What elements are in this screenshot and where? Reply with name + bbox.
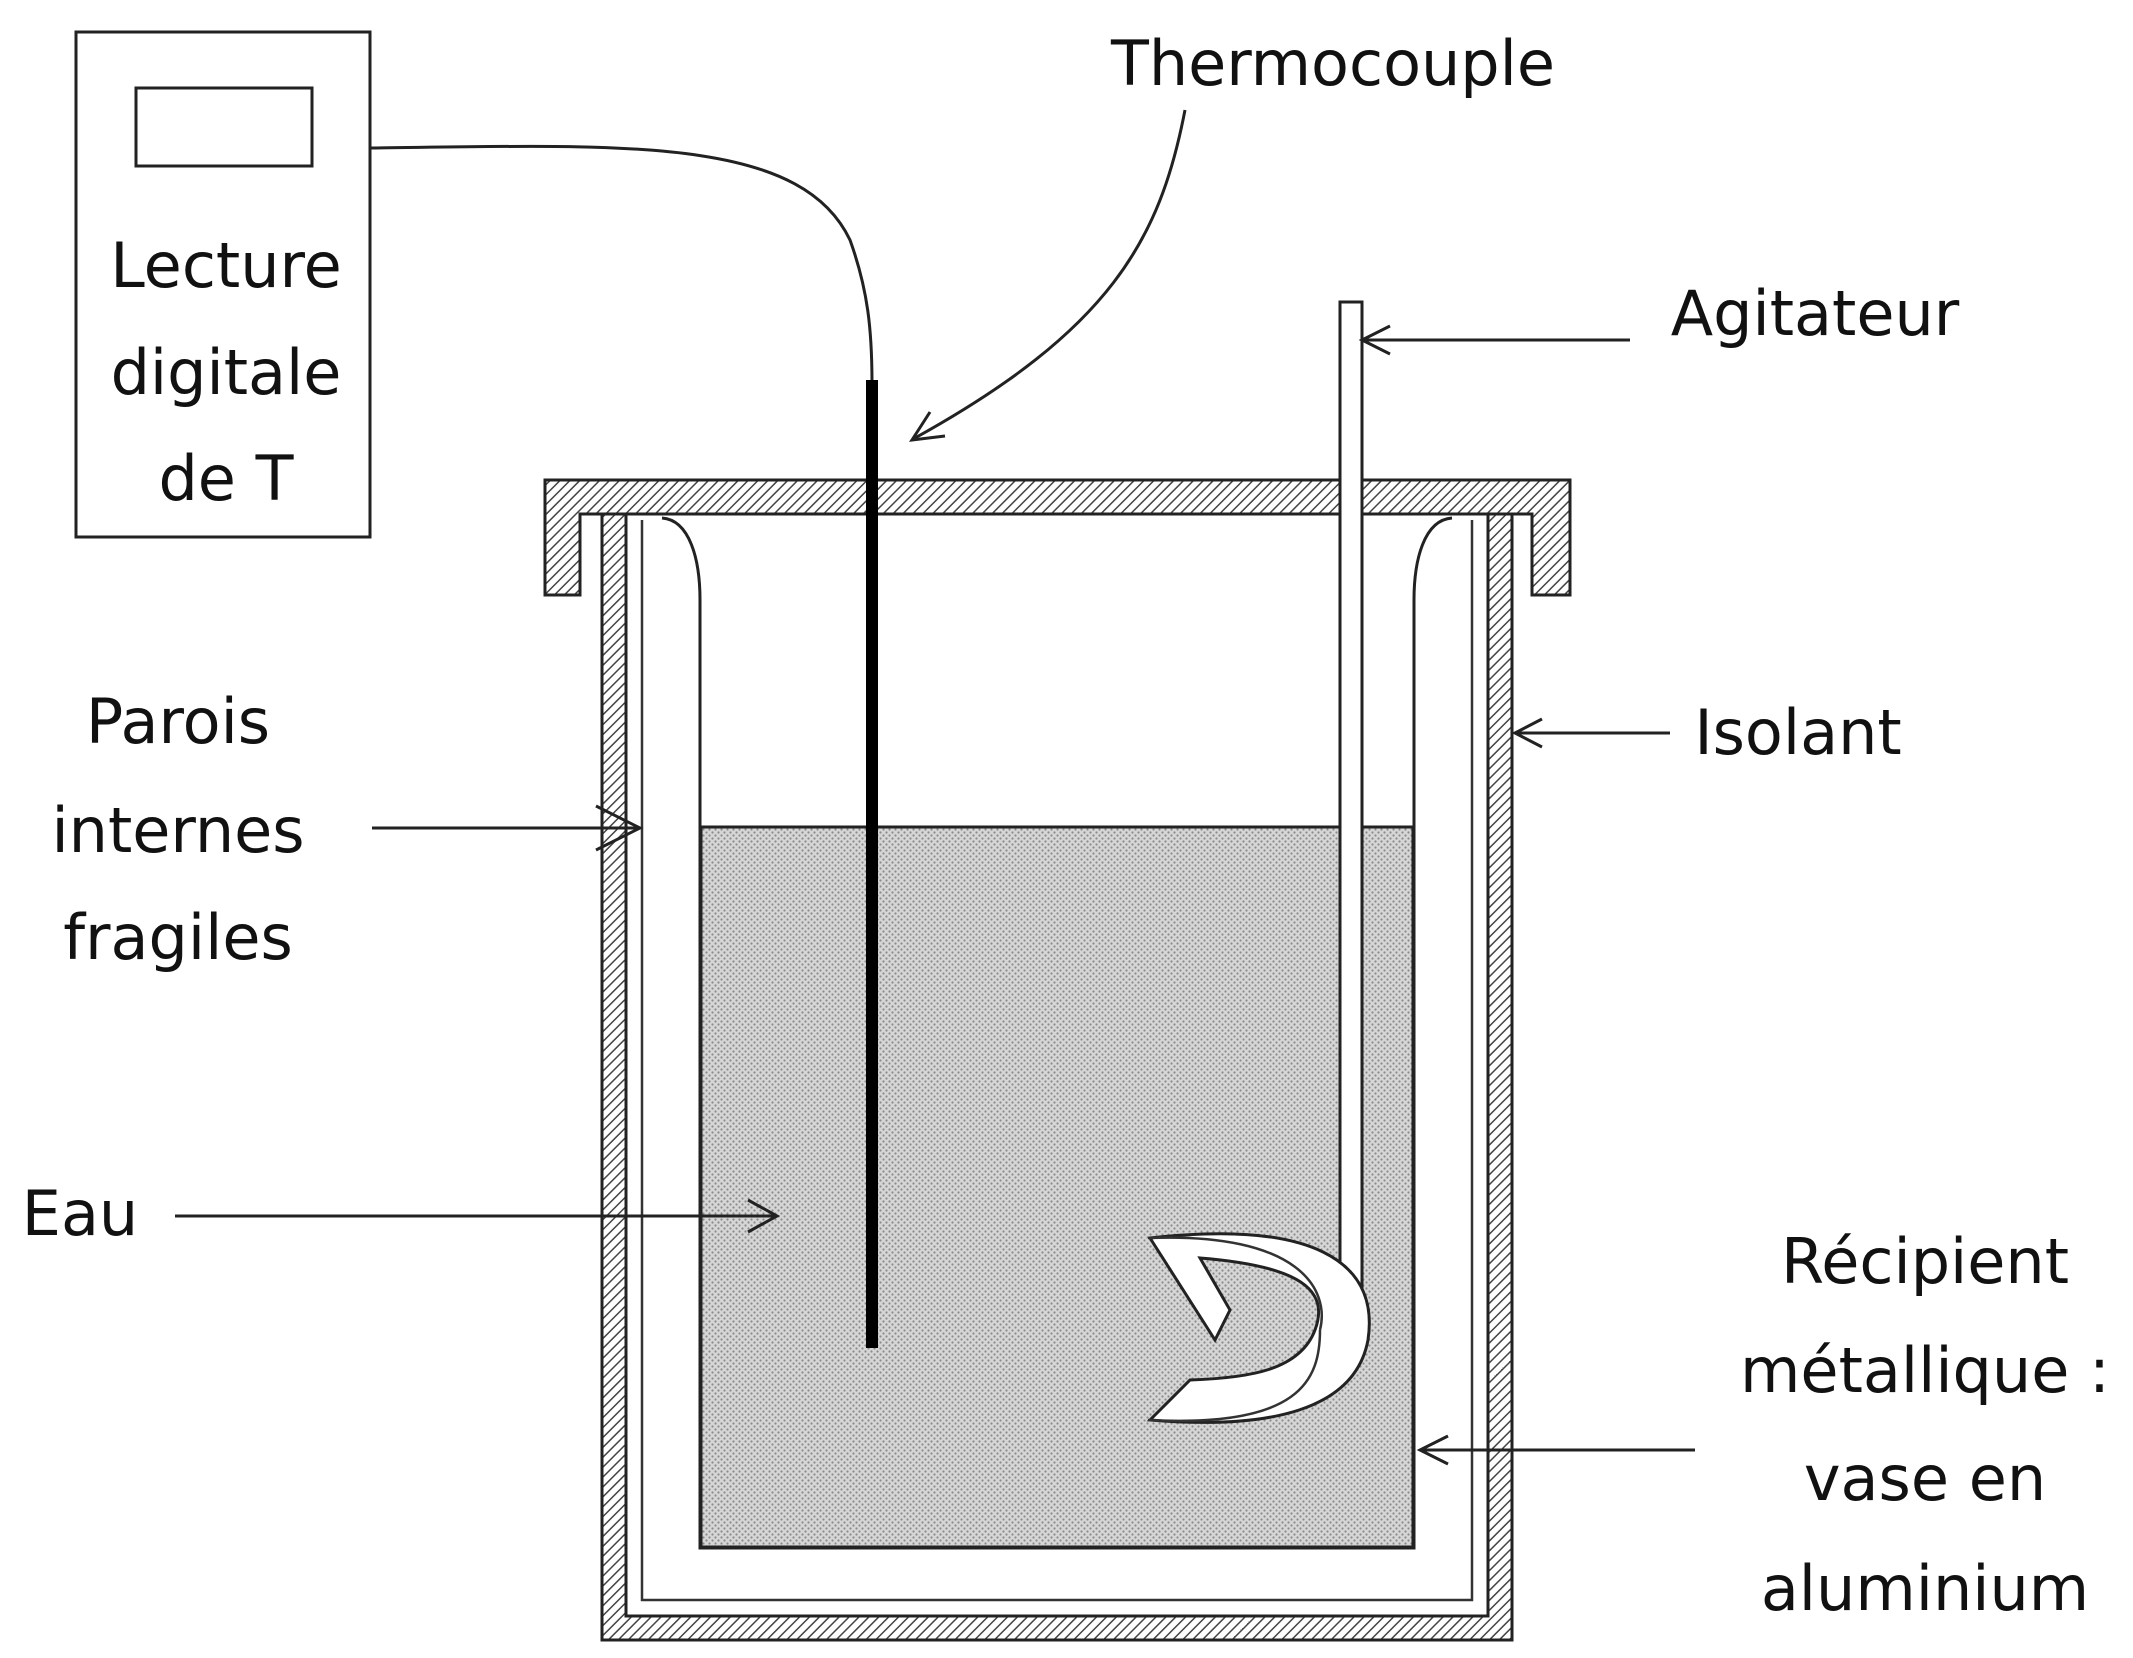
arrow-recipient-head bbox=[1416, 1434, 1449, 1466]
device-line-1: Lecture bbox=[110, 229, 342, 302]
label-parois-1: Parois bbox=[86, 685, 270, 758]
water bbox=[699, 825, 1415, 1549]
device-line-3: de T bbox=[158, 442, 294, 515]
arrow-agitateur-head bbox=[1358, 324, 1391, 356]
label-recipient-4: aluminium bbox=[1761, 1552, 2089, 1625]
arrow-thermocouple bbox=[914, 109, 1187, 440]
label-parois-2: internes bbox=[51, 794, 304, 867]
insulating-enclosure bbox=[543, 478, 1572, 1642]
label-agitateur: Agitateur bbox=[1671, 277, 1960, 350]
stirrer-rod bbox=[1338, 300, 1364, 1334]
thermocouple-probe bbox=[866, 380, 878, 1348]
inner-outline bbox=[640, 520, 1474, 1602]
label-eau: Eau bbox=[22, 1177, 138, 1250]
thermocouple-cable bbox=[369, 144, 874, 385]
arrow-isolant-head bbox=[1511, 717, 1543, 749]
digital-reader: Lecture digitale de T bbox=[74, 30, 372, 539]
device-line-2: digitale bbox=[111, 336, 342, 409]
label-recipient-2: métallique : bbox=[1740, 1334, 2110, 1407]
arrow-thermocouple-head bbox=[909, 411, 946, 442]
label-parois-3: fragiles bbox=[63, 901, 293, 974]
label-recipient-1: Récipient bbox=[1781, 1225, 2069, 1298]
arrow-parois-head bbox=[595, 804, 644, 852]
label-recipient-3: vase en bbox=[1804, 1442, 2046, 1515]
stirrer-paddle bbox=[1146, 1232, 1371, 1424]
digital-reader-screen bbox=[134, 86, 314, 168]
arrow-eau-head bbox=[747, 1198, 781, 1234]
label-isolant: Isolant bbox=[1694, 696, 1901, 769]
label-thermocouple: Thermocouple bbox=[1110, 27, 1555, 100]
